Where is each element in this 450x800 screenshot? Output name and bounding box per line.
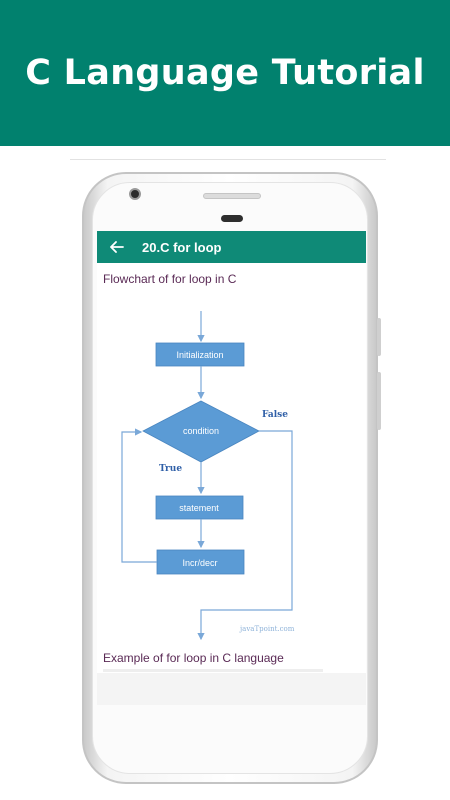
section-heading: Flowchart of for loop in C (103, 272, 237, 286)
phone-screen: 20.C for loop Flowchart of for loop in C… (97, 231, 366, 705)
section-subheading: Example of for loop in C language (103, 651, 284, 665)
statement-label: statement (179, 503, 219, 513)
flow-arrow-false (197, 430, 293, 641)
camera-icon (129, 188, 141, 200)
true-label: True (159, 464, 182, 474)
update-label: Incr/decr (182, 558, 217, 568)
watermark-text: javaTpoint.com (239, 625, 295, 633)
for-loop-flowchart: Initialization condition False True stat… (121, 311, 295, 641)
arrow-left-icon[interactable] (109, 239, 125, 255)
flow-arrow-loop (121, 428, 157, 563)
page-title: 20.C for loop (142, 239, 222, 255)
promo-banner: C Language Tutorial (0, 0, 450, 146)
condition-label: condition (183, 426, 219, 436)
volume-button (377, 318, 381, 356)
false-label: False (262, 410, 288, 420)
speaker-grille (221, 215, 243, 222)
update-box (156, 549, 245, 575)
init-box (155, 342, 245, 367)
sensor-bar (203, 193, 261, 199)
divider (70, 159, 386, 160)
faded-text-line (103, 669, 323, 672)
app-toolbar: 20.C for loop (97, 231, 366, 263)
banner-title: C Language Tutorial (25, 53, 425, 93)
bottom-strip (97, 673, 366, 705)
power-button (377, 372, 381, 430)
statement-box (155, 495, 244, 520)
init-label: Initialization (176, 350, 223, 360)
